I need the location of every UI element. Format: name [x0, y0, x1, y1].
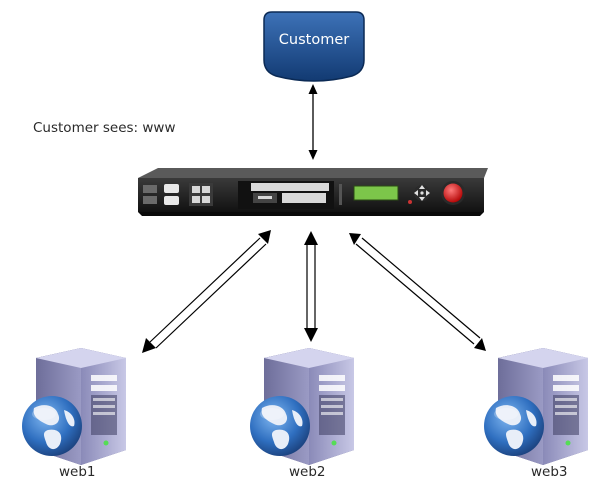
globe-icon [484, 396, 544, 456]
load-balancer-appliance [138, 168, 488, 216]
server-web2 [250, 348, 354, 465]
customer-node [263, 11, 365, 82]
caption-customer-sees: Customer sees: www [33, 120, 176, 136]
customer-label: Customer [278, 32, 350, 48]
server-web1 [22, 348, 126, 465]
globe-icon [250, 396, 310, 456]
server-web3 [484, 348, 588, 465]
server-label-web1: web1 [59, 464, 96, 480]
link-arrow-web2 [304, 231, 318, 342]
link-arrow-web1 [142, 230, 271, 353]
link-arrow-web3 [349, 233, 486, 351]
customer-link-arrow [308, 84, 318, 160]
server-label-web2: web2 [289, 464, 326, 480]
globe-icon [22, 396, 82, 456]
server-label-web3: web3 [531, 464, 568, 480]
